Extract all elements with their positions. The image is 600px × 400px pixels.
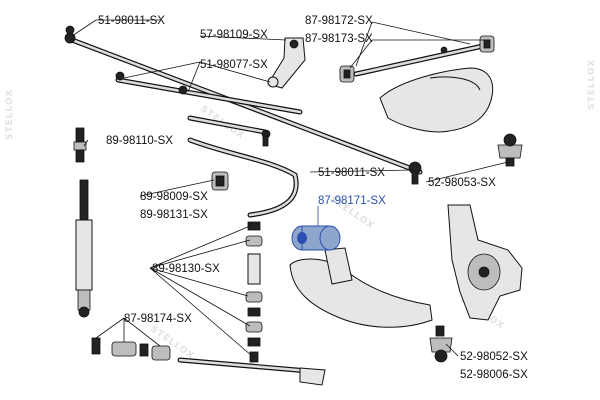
- strut-rod: [177, 357, 326, 386]
- label-51-98077: 51-98077-SX: [200, 59, 268, 71]
- shock-absorber: [75, 179, 93, 318]
- tie-rod-long: [64, 25, 423, 185]
- label-51-98011-top: 51-98011-SX: [98, 15, 165, 27]
- tie-rod-center: [115, 71, 303, 147]
- label-51-98011-mid: 51-98011-SX: [318, 167, 385, 179]
- lower-ball-joint: [429, 325, 453, 363]
- stabilizer-link: [73, 127, 87, 163]
- watermark-layer: STELLOX STELLOX STELLOX STELLOX STELLOX …: [5, 59, 597, 362]
- label-52-98053: 52-98053-SX: [428, 177, 496, 189]
- label-89-98009: 89-98009-SX: [140, 191, 208, 203]
- label-52-98006: 52-98006-SX: [460, 369, 528, 381]
- watermark-left: STELLOX: [5, 89, 15, 140]
- label-87-98174: 87-98174-SX: [124, 313, 192, 325]
- label-52-98052: 52-98052-SX: [460, 351, 528, 363]
- stabilizer-bar: [187, 137, 299, 218]
- upper-control-arm: [339, 35, 495, 133]
- idler-arm: [267, 37, 306, 89]
- lower-control-arm: [289, 247, 433, 328]
- steering-knuckle: [447, 204, 523, 321]
- strut-bushing-set: [91, 337, 171, 361]
- part-labels: 51-98011-SX 57-98109-SX 87-98172-SX 87-9…: [98, 15, 528, 381]
- label-87-98172: 87-98172-SX: [305, 15, 373, 27]
- upper-ball-joint: [497, 133, 523, 167]
- label-89-98130: 89-98130-SX: [152, 263, 220, 275]
- control-arm-bushing-highlighted: [291, 225, 341, 251]
- stabilizer-link-stack: [245, 221, 263, 363]
- label-89-98110: 89-98110-SX: [106, 135, 173, 147]
- label-87-98171: 87-98171-SX: [318, 195, 386, 207]
- label-89-98131: 89-98131-SX: [140, 209, 208, 221]
- watermark-right: STELLOX: [587, 59, 597, 110]
- label-87-98173: 87-98173-SX: [305, 33, 373, 45]
- leader-lines: [71, 19, 509, 357]
- label-57-98109: 57-98109-SX: [200, 29, 268, 41]
